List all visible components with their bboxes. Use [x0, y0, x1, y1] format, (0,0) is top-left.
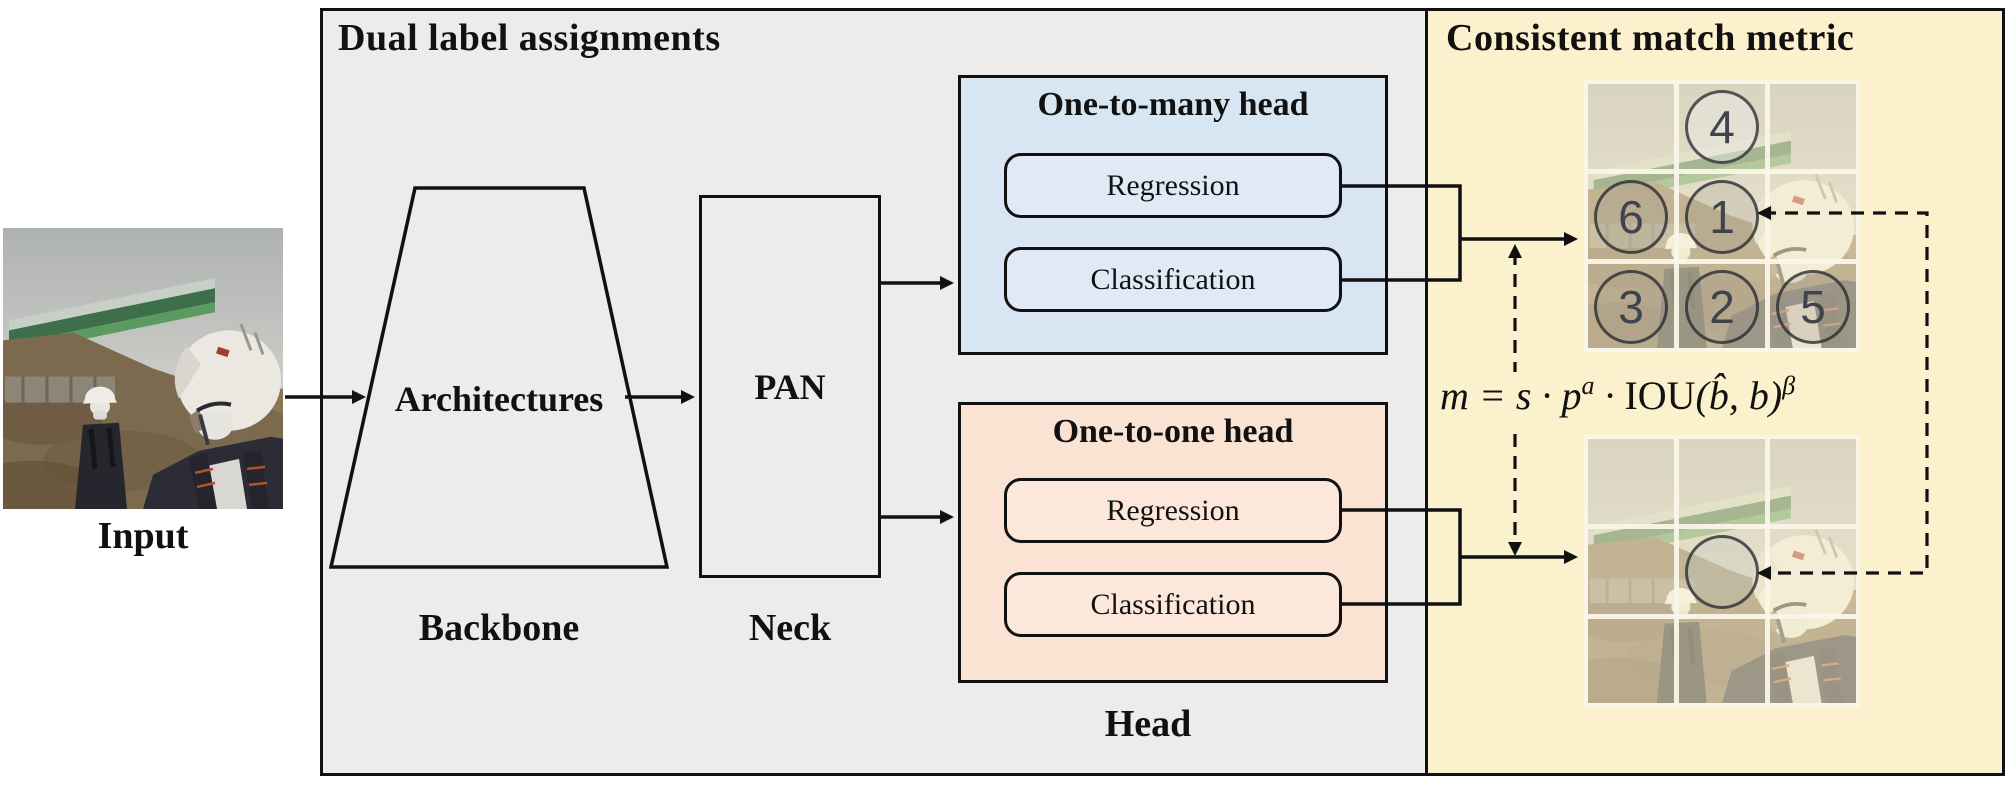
formula-exponent: β: [1782, 371, 1796, 400]
one-to-one-regression-box: Regression: [1004, 478, 1342, 543]
grid-line: [1588, 259, 1856, 264]
formula-part: ·: [1594, 373, 1625, 418]
backbone-caption: Backbone: [418, 607, 580, 649]
head-caption: Head: [1104, 703, 1192, 745]
anchor-circle: [1685, 535, 1759, 609]
backbone-block-label: Architectures: [394, 379, 604, 419]
anchor-circle: 2: [1685, 270, 1759, 344]
formula-exponent: a: [1581, 371, 1595, 400]
formula-part: IOU: [1624, 373, 1696, 418]
anchor-circle: 1: [1685, 180, 1759, 254]
one-to-many-classification-box: Classification: [1004, 247, 1342, 312]
pan-block: PAN: [699, 195, 881, 578]
grid-line: [1765, 84, 1770, 348]
anchor-circle: 5: [1776, 270, 1850, 344]
anchor-circle: 6: [1594, 180, 1668, 254]
input-caption: Input: [97, 515, 189, 557]
backbone-trapezoid: [329, 186, 669, 569]
grid-line: [1674, 439, 1679, 703]
formula-part: m = s · p: [1440, 373, 1582, 418]
one-to-one-head-title: One-to-one head: [1052, 413, 1294, 450]
match-metric-formula: m = s · pa · IOU(b̂, b)β: [1440, 371, 1820, 419]
grid-line: [1588, 169, 1856, 174]
one-to-one-classification-box: Classification: [1004, 572, 1342, 637]
neck-caption: Neck: [748, 607, 832, 649]
one-to-one-assignment-grid: [1584, 435, 1860, 707]
one-to-many-assignment-grid: 4 6 1 3 2 5: [1584, 80, 1860, 352]
formula-part: (b̂, b): [1695, 373, 1783, 418]
grid-line: [1765, 439, 1770, 703]
grid-line: [1588, 524, 1856, 529]
input-image: [3, 228, 283, 509]
one-to-many-regression-box: Regression: [1004, 153, 1342, 218]
metric-panel-title: Consistent match metric: [1446, 17, 1855, 59]
dual-label-panel-title: Dual label assignments: [338, 17, 721, 59]
anchor-circle: 4: [1685, 90, 1759, 164]
grid-line: [1674, 84, 1679, 348]
grid-line: [1588, 614, 1856, 619]
one-to-many-head-title: One-to-many head: [1037, 86, 1309, 123]
anchor-circle: 3: [1594, 270, 1668, 344]
